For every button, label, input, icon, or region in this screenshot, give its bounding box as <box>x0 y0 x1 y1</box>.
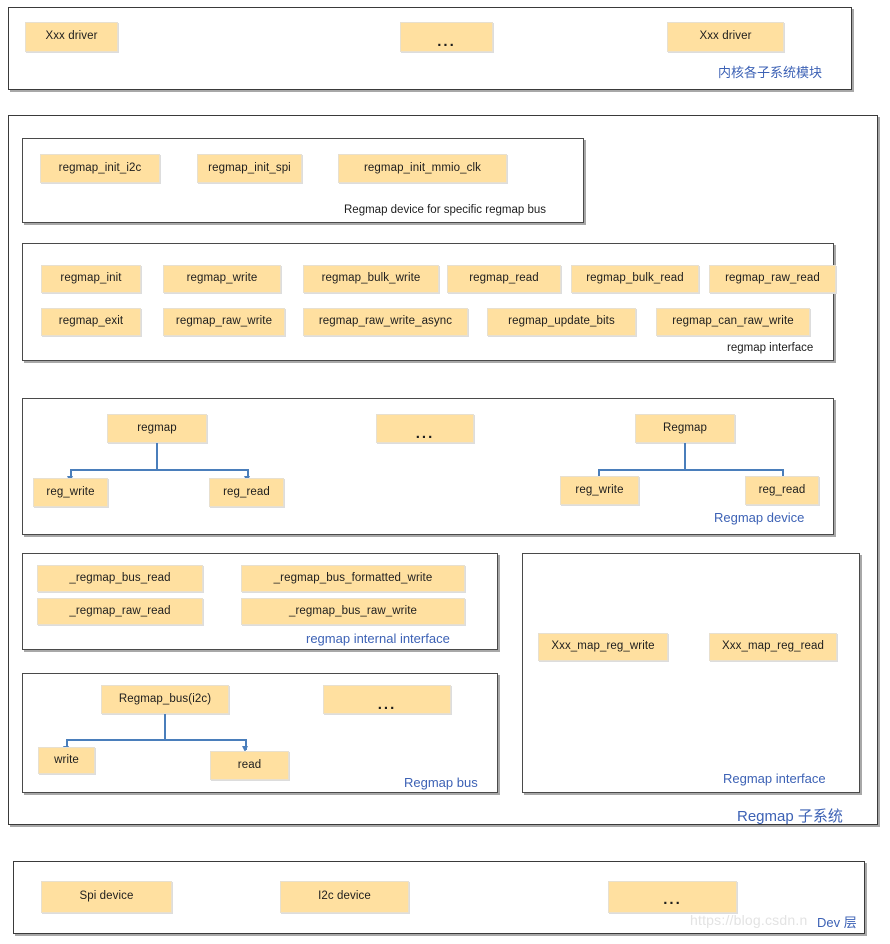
node-xxx-map-reg-write[interactable]: Xxx_map_reg_write <box>538 633 668 661</box>
node-regmap-write[interactable]: regmap_write <box>163 265 281 293</box>
regmap-interface-caption: regmap interface <box>727 342 814 354</box>
node-regmap-bulk-read[interactable]: regmap_bulk_read <box>571 265 699 293</box>
node-reg-read-right[interactable]: reg_read <box>745 476 819 505</box>
node-kernel-ellipsis[interactable]: ... <box>400 22 493 52</box>
node-regmap-init-spi[interactable]: regmap_init_spi <box>197 154 302 183</box>
regmap-interface-right-caption: Regmap interface <box>723 771 826 786</box>
connector-drop-bus-1 <box>66 739 68 750</box>
node-regmap-root-left[interactable]: regmap <box>107 414 207 443</box>
node-regmap-init-i2c[interactable]: regmap_init_i2c <box>40 154 160 183</box>
node-i2c-device[interactable]: I2c device <box>280 881 409 913</box>
node-regmap-bus-formatted-write[interactable]: _regmap_bus_formatted_write <box>241 565 465 592</box>
connector-bar-right <box>598 469 783 471</box>
connector-drop-left-1 <box>70 469 72 480</box>
node-regmap-raw-read[interactable]: regmap_raw_read <box>709 265 836 293</box>
regmap-bus-caption: Regmap bus <box>404 775 478 790</box>
node-regmap-init-mmio-clk[interactable]: regmap_init_mmio_clk <box>338 154 507 183</box>
node-bus-write[interactable]: write <box>38 747 95 774</box>
node-xxx-driver-left[interactable]: Xxx driver <box>25 22 118 52</box>
node-bus-read[interactable]: read <box>210 751 289 780</box>
node-regmap-exit[interactable]: regmap_exit <box>41 308 141 336</box>
connector-stem-bus <box>164 714 166 740</box>
regmap-internal-interface-caption: regmap internal interface <box>306 631 450 646</box>
node-regmap-bus-i2c[interactable]: Regmap_bus(i2c) <box>101 685 229 714</box>
node-reg-read-left[interactable]: reg_read <box>209 478 284 507</box>
node-regmap-read[interactable]: regmap_read <box>447 265 561 293</box>
node-regmap-bus-read[interactable]: _regmap_bus_read <box>37 565 203 592</box>
node-reg-write-right[interactable]: reg_write <box>560 476 639 505</box>
node-regmap-device-ellipsis[interactable]: ... <box>376 414 474 443</box>
node-xxx-driver-right[interactable]: Xxx driver <box>667 22 784 52</box>
connector-stem-left <box>156 443 158 470</box>
node-regmap-raw-read-internal[interactable]: _regmap_raw_read <box>37 598 203 625</box>
connector-bar-left <box>70 469 248 471</box>
node-regmap-bus-ellipsis[interactable]: ... <box>323 685 451 714</box>
node-regmap-init[interactable]: regmap_init <box>41 265 141 293</box>
connector-drop-right-2 <box>782 469 784 480</box>
node-regmap-bulk-write[interactable]: regmap_bulk_write <box>303 265 439 293</box>
regmap-subsystem-caption: Regmap 子系统 <box>737 808 843 825</box>
blog-watermark: https://blog.csdn.n <box>690 912 808 928</box>
dev-layer-caption: Dev 层 <box>817 915 857 930</box>
connector-drop-right-1 <box>598 469 600 480</box>
regmap-bus-specific-caption: Regmap device for specific regmap bus <box>344 204 546 216</box>
connector-stem-right <box>684 443 686 470</box>
arrowhead-bus-2 <box>242 746 248 752</box>
node-regmap-root-right[interactable]: Regmap <box>635 414 735 443</box>
connector-bar-bus <box>66 739 246 741</box>
regmap-interface-right-panel <box>522 553 860 793</box>
kernel-layer-caption: 内核各子系统模块 <box>718 65 823 80</box>
node-regmap-bus-raw-write[interactable]: _regmap_bus_raw_write <box>241 598 465 625</box>
node-spi-device[interactable]: Spi device <box>41 881 172 913</box>
regmap-device-caption: Regmap device <box>714 510 805 525</box>
connector-drop-left-2 <box>247 469 249 480</box>
node-regmap-raw-write-async[interactable]: regmap_raw_write_async <box>303 308 468 336</box>
node-reg-write-left[interactable]: reg_write <box>33 478 108 507</box>
node-regmap-update-bits[interactable]: regmap_update_bits <box>487 308 636 336</box>
node-xxx-map-reg-read[interactable]: Xxx_map_reg_read <box>709 633 837 661</box>
node-dev-ellipsis[interactable]: ... <box>608 881 737 913</box>
node-regmap-raw-write[interactable]: regmap_raw_write <box>163 308 285 336</box>
node-regmap-can-raw-write[interactable]: regmap_can_raw_write <box>656 308 810 336</box>
connector-drop-bus-2 <box>245 739 247 750</box>
regmap-interface-panel <box>22 243 834 361</box>
